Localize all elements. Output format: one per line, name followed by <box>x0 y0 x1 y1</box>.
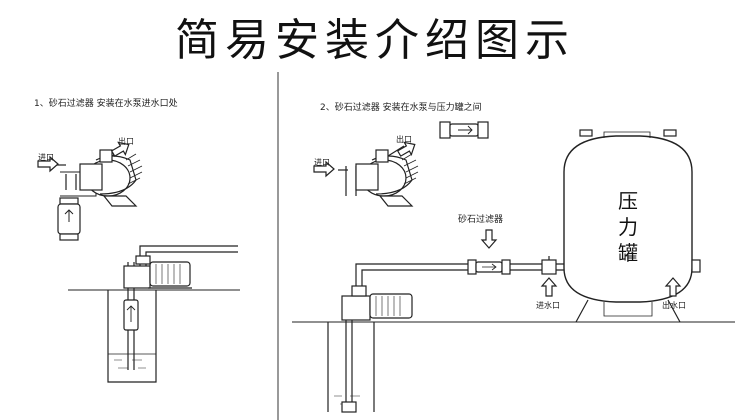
tank-inlet-valve <box>541 256 564 275</box>
tank-label-2: 力 <box>618 215 638 239</box>
right-caption: 2、砂石过滤器 安装在水泵与压力罐之间 <box>320 103 482 113</box>
tank-inlet-arrow <box>540 277 558 297</box>
left-well-installation <box>68 245 240 383</box>
left-inlet-arrow <box>37 155 59 173</box>
tank-inlet-label: 进水口 <box>536 301 560 310</box>
pressure-tank <box>563 129 701 323</box>
right-pump-closeup <box>338 145 419 207</box>
left-caption: 1、砂石过滤器 安装在水泵进水口处 <box>34 99 178 109</box>
left-outlet-arrow <box>110 141 130 157</box>
page-title: 简易安装介绍图示 <box>175 15 575 66</box>
right-top-filter <box>439 121 489 139</box>
tank-outlet-arrow <box>664 277 682 297</box>
right-ground-and-well <box>292 296 735 413</box>
left-outlet-label: 出口 <box>118 137 134 146</box>
right-outlet-label: 出口 <box>396 135 412 144</box>
right-ground-pump <box>341 263 542 321</box>
right-inlet-arrow <box>313 160 335 178</box>
inline-sand-filter <box>467 259 511 275</box>
right-outlet-arrow <box>396 141 416 157</box>
right-inlet-label: 进口 <box>314 158 330 167</box>
tank-label-1: 压 <box>618 189 638 213</box>
tank-label-3: 罐 <box>618 241 638 265</box>
filter-down-arrow <box>480 229 498 249</box>
left-inlet-label: 进口 <box>38 153 54 162</box>
tank-outlet-label: 出水口 <box>662 301 686 310</box>
filter-label: 砂石过滤器 <box>458 215 504 225</box>
left-pump-closeup <box>56 145 143 241</box>
